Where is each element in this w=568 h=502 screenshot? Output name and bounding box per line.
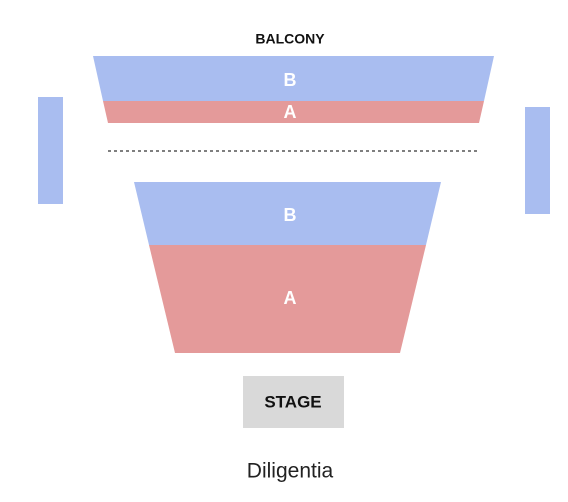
stage-label: STAGE — [264, 392, 321, 411]
stage: STAGE — [243, 376, 344, 428]
side-box-left[interactable] — [38, 97, 63, 204]
parterre-zone-b-shape[interactable] — [134, 182, 441, 245]
parterre-zone-a[interactable]: A — [149, 245, 426, 353]
venue-name: Diligentia — [247, 460, 334, 483]
balcony-zone-b[interactable]: B — [93, 56, 494, 101]
stage-box — [243, 376, 344, 428]
balcony-zone-a-label: A — [284, 102, 297, 122]
balcony-zone-a[interactable]: A — [103, 101, 484, 123]
balcony-zone-b-label: B — [284, 70, 297, 90]
balcony-zone-b-shape[interactable] — [93, 56, 494, 101]
parterre-zone-b-label: B — [284, 205, 297, 225]
parterre-zone-b[interactable]: B — [134, 182, 441, 245]
balcony-title: BALCONY — [255, 31, 325, 47]
side-box-right[interactable] — [525, 107, 550, 214]
parterre-zone-a-label: A — [284, 288, 297, 308]
balcony-zone-a-shape[interactable] — [103, 101, 484, 123]
parterre-zone-a-shape[interactable] — [149, 245, 426, 353]
